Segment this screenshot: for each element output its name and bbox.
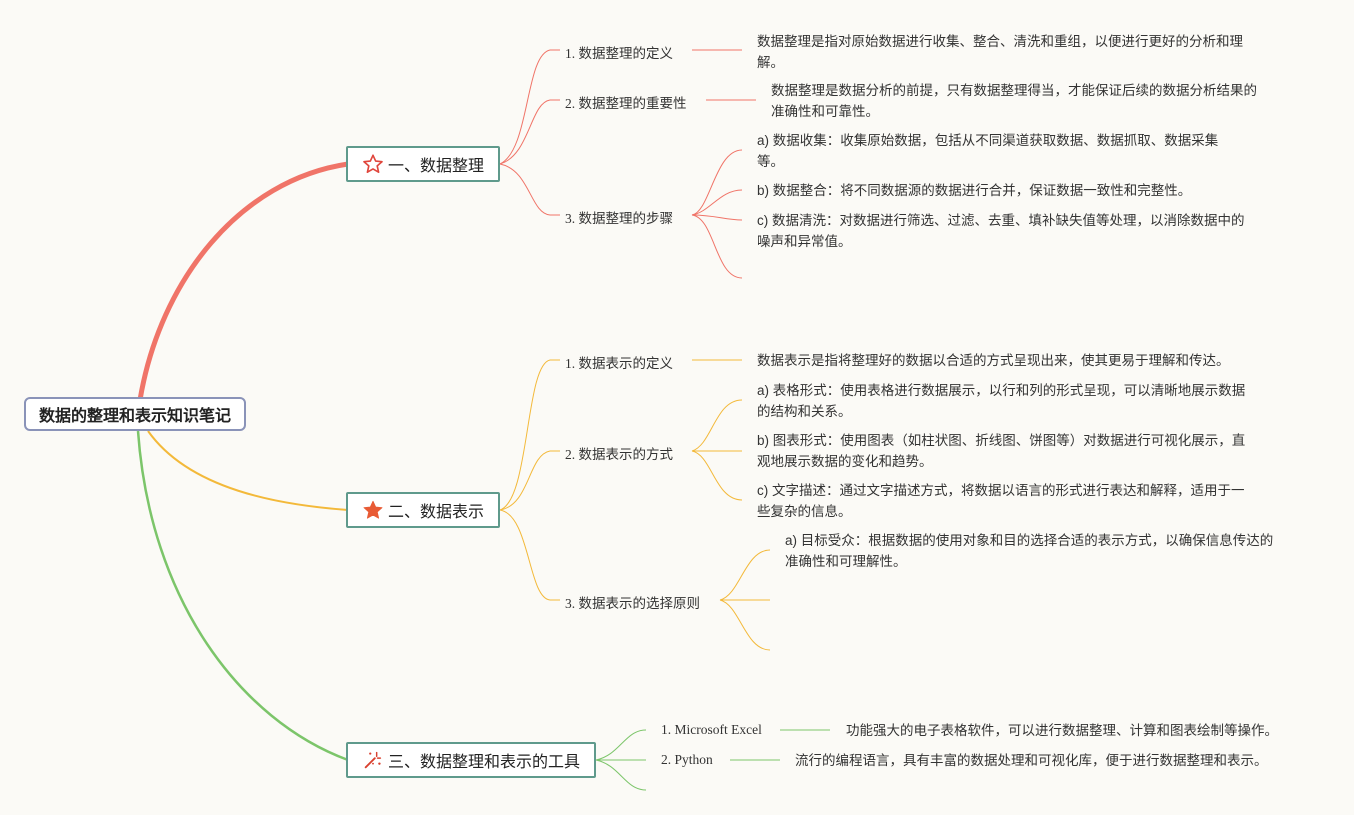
branch-2-to-sub-2-line (499, 450, 560, 511)
sub-node[interactable]: 3. 数据表示的选择原则 (565, 596, 700, 611)
sub-2-to-leaf-a-line (691, 399, 743, 452)
sub-node[interactable]: 1. Microsoft Excel (661, 722, 762, 737)
leaf-node[interactable]: b) 数据整合：将不同数据源的数据进行合并，保证数据一致性和完整性。 (757, 183, 1192, 198)
leaf-node[interactable]: 数据整理是指对原始数据进行收集、整合、清洗和重组，以便进行更好的分析和理解。 (757, 34, 1243, 70)
sub-node[interactable]: 2. Python (661, 752, 713, 767)
leaf-node[interactable]: 数据整理是数据分析的前提，只有数据整理得当，才能保证后续的数据分析结果的准确性和… (771, 83, 1257, 119)
sub-node[interactable]: 3. 数据整理的步骤 (565, 211, 673, 226)
sub-3-to-leaf-a-line-2 (719, 549, 771, 601)
branch-3-to-sub-3-line (595, 759, 647, 791)
leaf-node[interactable]: 功能强大的电子表格软件，可以进行数据整理、计算和图表绘制等操作。 (846, 723, 1278, 738)
sub-3-to-leaf-d-line (691, 214, 743, 279)
root-title: 数据的整理和表示知识笔记 (38, 408, 231, 425)
leaf-node[interactable]: a) 目标受众：根据数据的使用对象和目的选择合适的表示方式，以确保信息传达的准确… (785, 533, 1274, 569)
branch-2-to-sub-1-line (499, 359, 560, 511)
leaf-node[interactable]: 流行的编程语言，具有丰富的数据处理和可视化库，便于进行数据整理和表示。 (795, 753, 1268, 768)
star-outline-icon (362, 153, 384, 175)
sub-node[interactable]: 2. 数据表示的方式 (565, 447, 673, 462)
star-filled-icon (362, 499, 384, 521)
sub-node[interactable]: 1. 数据表示的定义 (565, 356, 673, 371)
leaf-node[interactable]: a) 数据收集：收集原始数据，包括从不同渠道获取数据、数据抓取、数据采集等。 (757, 133, 1219, 169)
sub-3-to-leaf-a-line (691, 149, 743, 216)
branch-label: 三、数据整理和表示的工具 (387, 754, 580, 771)
branch-1-to-sub-1-line (499, 49, 560, 165)
branch-node-2[interactable]: 二、数据表示 (346, 492, 500, 528)
branch-1-to-sub-3-line (499, 163, 560, 216)
branch-label: 二、数据表示 (387, 504, 484, 521)
magic-wand-icon (362, 749, 384, 771)
branch-2-to-sub-3-line (499, 509, 560, 601)
leaf-node[interactable]: 数据表示是指将整理好的数据以合适的方式呈现出来，使其更易于理解和传达。 (757, 353, 1230, 368)
branch-node-1[interactable]: 一、数据整理 (346, 146, 500, 182)
sub-2-to-leaf-c-line (691, 450, 743, 501)
leaf-node[interactable]: a) 表格形式：使用表格进行数据展示，以行和列的形式呈现，可以清晰地展示数据的结… (757, 383, 1246, 419)
leaf-node[interactable]: c) 文字描述：通过文字描述方式，将数据以语言的形式进行表达和解释，适用于一些复… (757, 483, 1245, 519)
leaf-node[interactable]: c) 数据清洗：对数据进行筛选、过滤、去重、填补缺失值等处理，以消除数据中的噪声… (757, 213, 1245, 249)
branch-label: 一、数据整理 (387, 158, 484, 175)
sub-3-to-leaf-c-line (691, 214, 743, 221)
sub-3-to-leaf-c-line-2 (719, 599, 771, 651)
sub-node[interactable]: 2. 数据整理的重要性 (565, 96, 687, 111)
sub-node[interactable]: 1. 数据整理的定义 (565, 46, 673, 61)
sub-3-to-leaf-b-line (691, 189, 743, 216)
root-to-branch-3-line (136, 430, 349, 762)
leaf-node[interactable]: b) 图表形式：使用图表（如柱状图、折线图、饼图等）对数据进行可视化展示，直观地… (757, 433, 1246, 469)
branch-node-3[interactable]: 三、数据整理和表示的工具 (346, 742, 596, 778)
branch-3-to-sub-1-line (595, 729, 647, 761)
root-node[interactable]: 数据的整理和表示知识笔记 (24, 397, 246, 431)
root-to-branch-1-line (137, 161, 349, 401)
root-to-branch-2-line (147, 430, 349, 511)
branch-1-to-sub-2-line (499, 99, 560, 165)
